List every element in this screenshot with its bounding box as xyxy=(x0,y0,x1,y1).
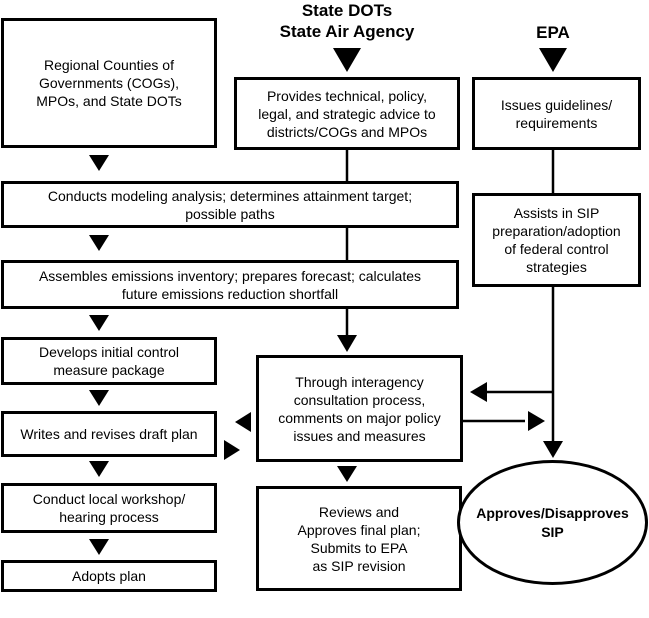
arrow-into-approves xyxy=(543,441,563,458)
arrow-writes-to-interagency xyxy=(224,440,240,460)
provides-advice-box: Provides technical, policy, legal, and s… xyxy=(234,77,460,150)
emissions-inventory-box: Assembles emissions inventory; prepares … xyxy=(1,260,459,309)
arrow-inventory-to-develops xyxy=(89,315,109,331)
arrow-epa-header xyxy=(539,48,567,72)
arrow-epa-to-interagency xyxy=(470,382,487,402)
arrow-into-interagency xyxy=(337,335,357,352)
interagency-consultation-box: Through interagency consultation process… xyxy=(256,355,463,462)
arrow-interagency-to-epa-line xyxy=(528,411,545,431)
assists-sip-box: Assists in SIP preparation/adoption of f… xyxy=(472,193,641,287)
regional-governments-box: Regional Counties of Governments (COGs),… xyxy=(1,18,217,148)
arrow-writes-to-workshop xyxy=(89,461,109,477)
arrow-develops-to-writes xyxy=(89,390,109,406)
modeling-analysis-box: Conducts modeling analysis; determines a… xyxy=(1,181,459,228)
arrow-state-header xyxy=(333,48,361,72)
approves-disapproves-ellipse: Approves/Disapproves SIP xyxy=(457,460,648,585)
issues-guidelines-box: Issues guidelines/ requirements xyxy=(472,77,641,150)
arrow-regional-to-modeling xyxy=(89,155,109,171)
arrow-interagency-to-writes xyxy=(235,412,251,432)
arrow-modeling-to-inventory xyxy=(89,235,109,251)
local-workshop-box: Conduct local workshop/ hearing process xyxy=(1,483,217,533)
arrow-workshop-to-adopts xyxy=(89,539,109,555)
state-agency-header: State DOTs State Air Agency xyxy=(279,1,415,41)
reviews-final-plan-box: Reviews and Approves final plan; Submits… xyxy=(256,486,462,591)
writes-draft-plan-box: Writes and revises draft plan xyxy=(1,411,217,457)
arrow-interagency-to-reviews xyxy=(337,466,357,482)
epa-header: EPA xyxy=(536,23,570,42)
adopts-plan-box: Adopts plan xyxy=(1,560,217,592)
develops-control-package-box: Develops initial control measure package xyxy=(1,337,217,385)
